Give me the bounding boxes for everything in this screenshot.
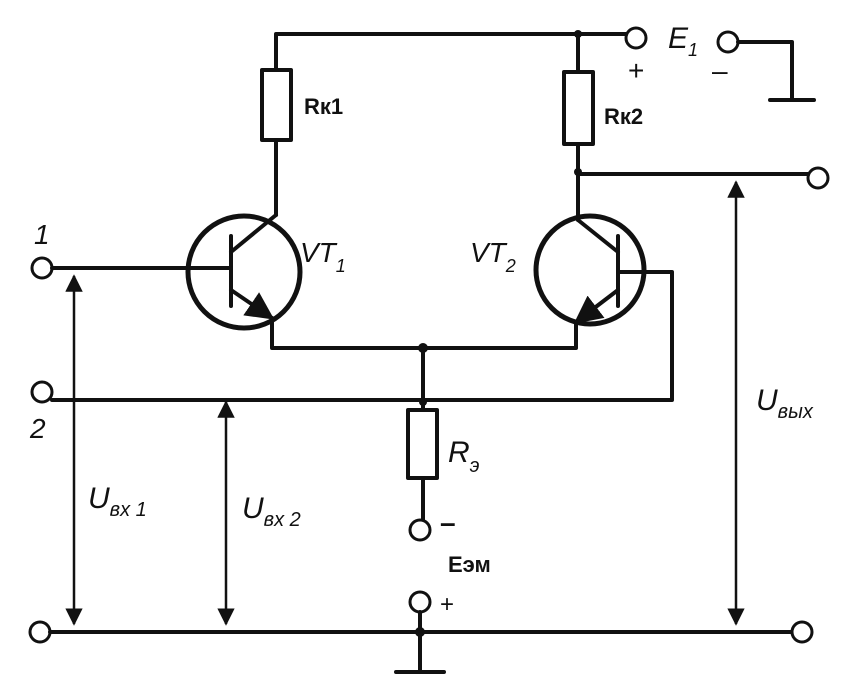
- rk1-label: Rк1: [304, 94, 343, 119]
- vt1-transistor-body: [185, 213, 303, 331]
- vt1-label: VT1: [300, 237, 346, 276]
- e1-plus-terminal: [624, 26, 648, 50]
- e1-minus-label: –: [712, 55, 728, 86]
- esm-plus-label: +: [440, 591, 454, 618]
- e1-ground-wire: [736, 40, 794, 102]
- e1-label: E1: [668, 22, 698, 60]
- rk2-label: Rк2: [604, 104, 643, 129]
- input1-terminal: [30, 256, 54, 280]
- esm-minus-terminal: [408, 518, 432, 542]
- e1-minus-terminal: [716, 30, 740, 54]
- resistor-rk1: [260, 68, 293, 142]
- uin1-label: Uвх 1: [88, 482, 147, 521]
- esm-plus-terminal: [408, 590, 432, 614]
- vt2-base-wire: [50, 270, 674, 402]
- vt2-emitter-lead: [573, 288, 620, 324]
- esm-label: Eэм: [448, 552, 491, 577]
- resistor-rk2: [562, 70, 595, 146]
- top-supply-rail: [274, 32, 628, 72]
- input1-label: 1: [34, 219, 50, 250]
- uout-label: Uвых: [756, 384, 814, 423]
- output-terminal: [806, 166, 830, 190]
- common-left-terminal: [28, 620, 52, 644]
- common-right-terminal: [790, 620, 814, 644]
- resistor-re: [406, 408, 439, 480]
- common-rail-junction: [415, 627, 425, 637]
- vt1-collector-lead: [229, 213, 278, 254]
- esm-minus-label: –: [440, 507, 456, 538]
- input2-terminal: [30, 380, 54, 404]
- re-top-junction: [419, 398, 427, 406]
- e1-plus-label: +: [628, 55, 644, 86]
- vt2-collector-lead: [576, 218, 620, 254]
- re-label: Rэ: [448, 436, 480, 477]
- uin2-label: Uвх 2: [242, 492, 301, 531]
- input2-label: 2: [29, 413, 46, 444]
- vt1-emitter-lead: [229, 288, 275, 320]
- vt2-label: VT2: [470, 237, 516, 276]
